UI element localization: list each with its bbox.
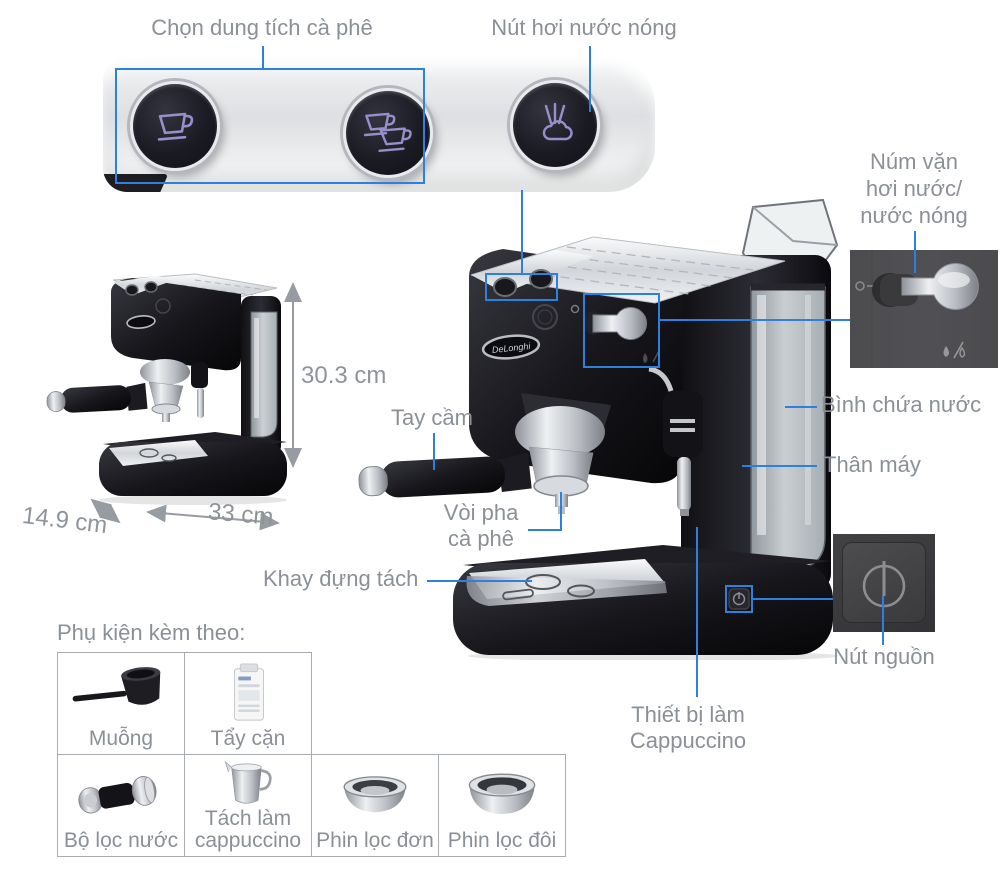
callout-line-power-photo — [753, 598, 833, 600]
droplet-mark — [643, 353, 648, 363]
label-power-button: Nút nguồn — [833, 644, 935, 669]
callout-line-power-label — [882, 596, 884, 645]
dimension-height: 30.3 cm — [301, 362, 387, 389]
accessory-milk-jug-label: Tách làm cappuccino — [194, 807, 302, 852]
callout-line-spout-h — [528, 529, 562, 531]
knob-zoom-photo — [850, 250, 998, 368]
steam-wand — [677, 457, 691, 511]
accessory-scoop-label: Muỗng — [88, 727, 154, 750]
accessory-milk-jug: Tách làm cappuccino — [184, 754, 312, 857]
brand-emblem — [532, 304, 558, 330]
label-cappuccino-maker: Thiết bị làm Cappuccino — [618, 702, 758, 754]
label-water-tank: Bình chứa nước — [821, 392, 982, 417]
callout-line-panel-to-machine — [521, 190, 523, 273]
dimension-arrows — [90, 282, 302, 531]
milk-jug-icon — [224, 760, 272, 804]
accessory-double-filter-label: Phin lọc đôi — [447, 829, 557, 852]
accessory-single-filter-label: Phin lọc đơn — [316, 829, 434, 852]
accessory-double-filter: Phin lọc đôi — [438, 754, 566, 857]
accessory-descaler-label: Tẩy cặn — [210, 727, 286, 750]
power-icon — [862, 561, 906, 608]
accessory-scoop: Muỗng — [57, 652, 185, 755]
double-cup-button — [343, 88, 433, 178]
accessory-water-filter: Bộ lọc nước — [57, 754, 185, 857]
label-volume-select: Chọn dung tích cà phê — [151, 15, 373, 40]
cappuccino-frother — [663, 391, 703, 457]
double-cup-icon — [363, 112, 412, 153]
label-handle: Tay cầm — [391, 405, 473, 430]
callout-line-tray — [427, 580, 532, 582]
brand-badge: DeLonghi — [481, 334, 541, 360]
label-coffee-spout-line1: Vòi pha — [443, 500, 519, 525]
single-cup-button — [130, 81, 220, 171]
label-steam-knob-line1: Núm vặn — [869, 149, 959, 174]
callout-line-knob-label — [914, 231, 916, 273]
label-steam-knob-line3: nước nóng — [860, 203, 968, 228]
callout-line-volume — [262, 46, 264, 68]
top-button-1 — [493, 277, 517, 297]
top-panel-photo — [103, 55, 655, 192]
knob-position-mark — [855, 281, 865, 291]
callout-box-top-buttons — [485, 273, 558, 301]
descaler-pack-icon — [233, 663, 264, 721]
callout-line-handle — [433, 433, 435, 470]
coffee-scoop-icon — [72, 667, 161, 705]
callout-box-volume-buttons — [115, 68, 425, 184]
steam-button — [510, 80, 600, 170]
accessories-row-1: Muỗng Tẩy cặn — [57, 652, 312, 755]
label-steam-button: Nút hơi nước nóng — [491, 15, 677, 40]
width-arrow — [146, 504, 280, 531]
portafilter-handle — [358, 452, 532, 498]
label-coffee-spout: Vòi pha cà phê — [428, 500, 534, 552]
label-steam-knob: Núm vặn hơi nước/ nước nóng — [858, 148, 970, 229]
label-cappuccino-line2: Cappuccino — [629, 728, 747, 753]
callout-line-cappuccino — [696, 527, 698, 697]
single-cup-icon — [157, 112, 194, 141]
label-machine-body: Thân máy — [823, 452, 921, 477]
depth-arrow — [90, 498, 121, 524]
callout-box-knob — [583, 293, 660, 368]
dimension-width: 33 cm — [206, 498, 275, 531]
label-cappuccino-line1: Thiết bị làm — [631, 702, 745, 727]
label-steam-knob-line2: hơi nước/ — [865, 176, 963, 201]
accessory-water-filter-label: Bộ lọc nước — [63, 829, 179, 852]
steam-icon — [542, 102, 573, 141]
label-cup-tray: Khay đựng tách — [263, 566, 419, 591]
single-filter-basket-icon — [343, 776, 407, 813]
callout-line-body — [742, 465, 817, 467]
accessory-descaler: Tẩy cặn — [184, 652, 312, 755]
label-coffee-spout-line2: cà phê — [447, 526, 515, 551]
power-zoom-photo — [833, 534, 935, 632]
double-filter-basket-icon — [468, 773, 536, 815]
accessory-single-filter: Phin lọc đơn — [311, 754, 439, 857]
water-filter-icon — [78, 776, 157, 814]
brand-text: DeLonghi — [491, 341, 531, 355]
callout-box-power — [725, 585, 753, 613]
callout-line-steam — [589, 46, 591, 112]
steam-knob — [592, 307, 647, 340]
callout-line-knob-photo — [660, 319, 850, 321]
steam-water-icon — [943, 346, 949, 357]
accessories-title: Phụ kiện kèm theo: — [57, 620, 246, 645]
callout-line-tank — [785, 406, 817, 408]
accessories-row-2: Bộ lọc nước Tách làm cappuccino — [57, 754, 566, 857]
mini-machine-image — [46, 273, 287, 505]
callout-line-spout-v — [560, 492, 562, 531]
group-head — [515, 406, 605, 458]
